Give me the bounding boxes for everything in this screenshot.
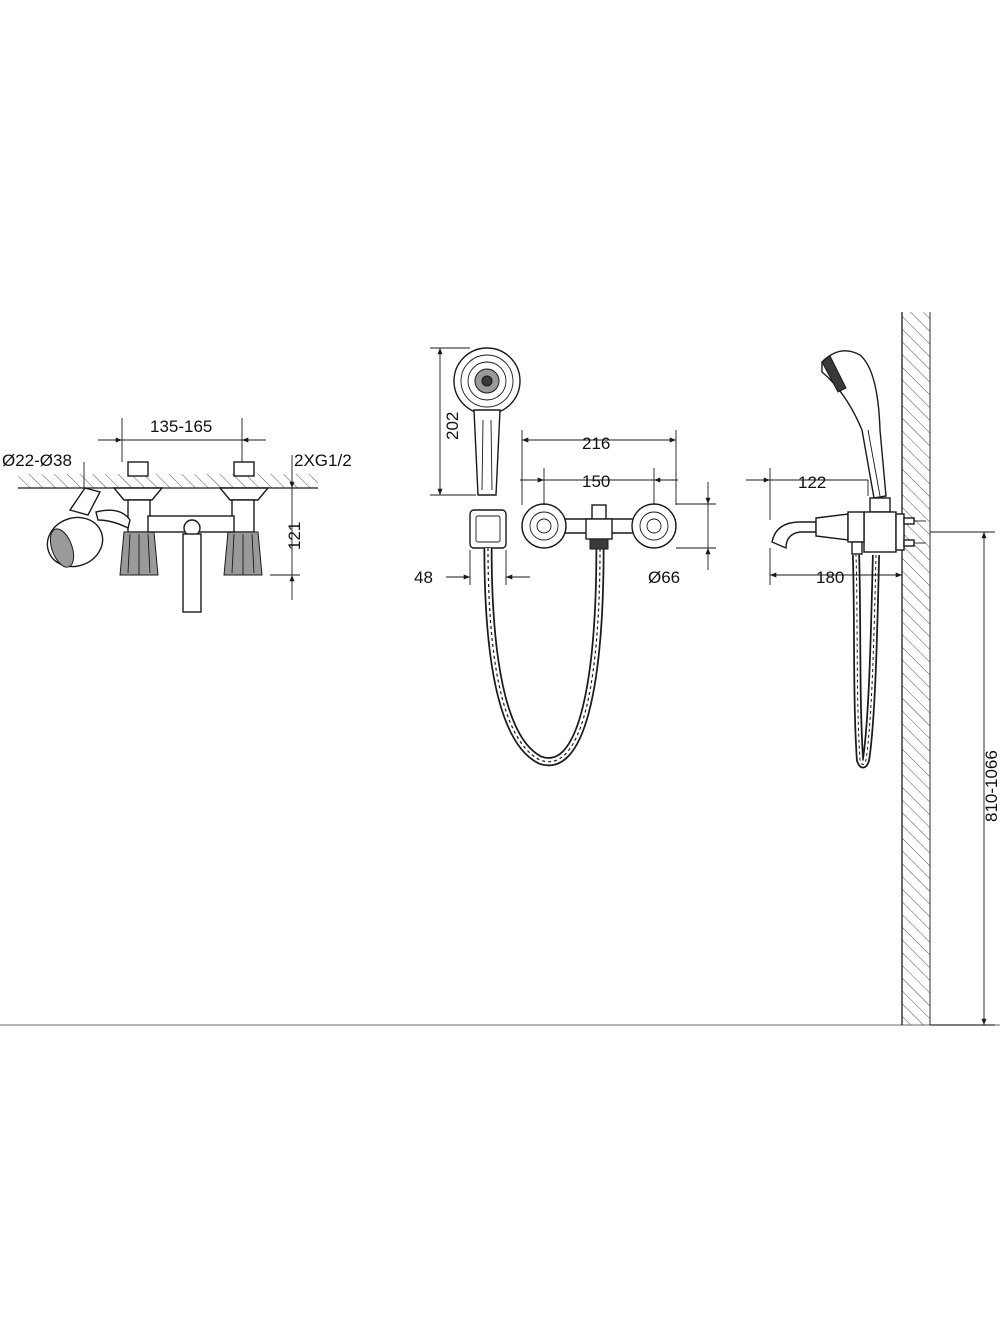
deck-handshower	[46, 462, 131, 568]
side-holder	[863, 497, 926, 553]
front-left-flange	[521, 503, 567, 549]
deck-left-valve	[112, 461, 164, 576]
dim-height-label: 121	[285, 522, 304, 550]
front-holder	[469, 509, 507, 549]
dim-center-label: 150	[582, 472, 610, 491]
deck-mount-view: 135-165 Ø22-Ø38 2XG1/2 121	[2, 417, 352, 613]
dim-handshower-label: 202	[443, 412, 462, 440]
deck-spout	[182, 533, 202, 613]
dim-total-width-label: 216	[582, 434, 610, 453]
dim-spacing-label: 135-165	[150, 417, 212, 436]
dim-flange-label: Ø66	[648, 568, 680, 587]
dim-holder-label: 48	[414, 568, 433, 587]
front-handshower	[453, 347, 521, 496]
dim-mount-height-label: 810-1066	[982, 750, 1000, 822]
dim-spout-label: 180	[816, 568, 844, 587]
dim-hole-diameter-label: Ø22-Ø38	[2, 451, 72, 470]
deck-right-valve	[218, 461, 270, 576]
front-right-flange	[631, 503, 677, 549]
wall-mount-front-view: 202 216 150 48 Ø66	[414, 347, 716, 767]
side-handshower	[821, 350, 887, 499]
wall-mount-side-view: 122 180 810-1066	[746, 312, 1000, 1026]
wall-hatch	[902, 312, 930, 1025]
dim-thread-label: 2XG1/2	[294, 451, 352, 470]
dim-projection-label: 122	[798, 473, 826, 492]
front-diverter	[585, 504, 613, 550]
front-hose	[483, 547, 605, 767]
deck-hatch	[18, 474, 318, 488]
side-spout	[771, 511, 865, 555]
